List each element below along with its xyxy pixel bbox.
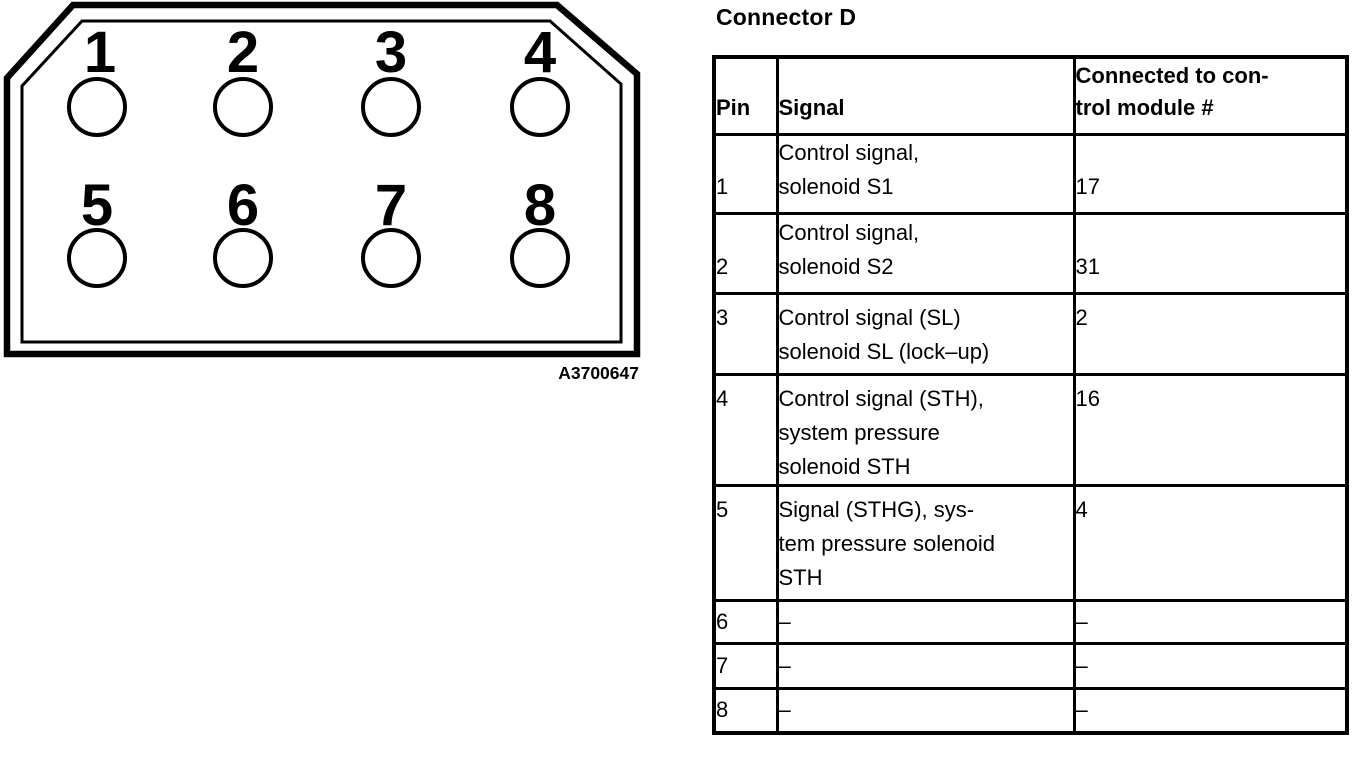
pin-cell: 1 [712, 132, 779, 215]
figure-reference-label: A3700647 [558, 363, 639, 383]
pin-hole-8 [510, 228, 570, 288]
signal-cell: Signal (STHG), sys- tem pressure solenoi… [775, 483, 1076, 602]
pin-cell: 8 [712, 686, 779, 735]
connector-outline-inner [20, 19, 623, 344]
pin-label-7: 7 [375, 173, 407, 238]
pin-cell: 2 [712, 211, 779, 295]
header-pin: Pin [712, 55, 779, 136]
signal-cell: – [775, 686, 1076, 735]
pin-hole-6 [213, 228, 273, 288]
header-module: Connected to con- trol module # [1072, 55, 1349, 136]
table-row-pin-3: 3 Control signal (SL) solenoid SL (lock–… [712, 291, 1349, 376]
table-header-row: Pin Signal Connected to con- trol module… [712, 55, 1349, 136]
module-cell: 4 [1072, 483, 1349, 602]
pin-signal-table: Pin Signal Connected to con- trol module… [712, 55, 1349, 735]
table-row-pin-1: 1 Control signal, solenoid S1 17 [712, 132, 1349, 215]
module-cell: 2 [1072, 291, 1349, 376]
signal-cell: – [775, 598, 1076, 645]
table-row-pin-2: 2 Control signal, solenoid S2 31 [712, 211, 1349, 295]
pin-label-2: 2 [227, 20, 259, 85]
pin-cell: 4 [712, 372, 779, 487]
pin-hole-2 [213, 77, 273, 137]
pin-cell: 7 [712, 641, 779, 690]
pin-cell: 5 [712, 483, 779, 602]
connector-diagram-svg: 1 2 3 4 5 6 7 8 A3700647 [3, 1, 641, 383]
pin-label-6: 6 [227, 173, 259, 238]
table-row-pin-8: 8 – – [712, 686, 1349, 735]
pin-cell: 3 [712, 291, 779, 376]
pin-cell: 6 [712, 598, 779, 645]
table-row-pin-4: 4 Control signal (STH), system pressure … [712, 372, 1349, 487]
signal-cell: Control signal (SL) solenoid SL (lock–up… [775, 291, 1076, 376]
module-cell: – [1072, 641, 1349, 690]
pin-hole-4 [510, 77, 570, 137]
module-cell: 31 [1072, 211, 1349, 295]
module-cell: 17 [1072, 132, 1349, 215]
module-cell: 16 [1072, 372, 1349, 487]
pin-hole-7 [361, 228, 421, 288]
pin-label-4: 4 [524, 20, 556, 85]
pin-label-1: 1 [84, 20, 116, 85]
module-cell: – [1072, 598, 1349, 645]
pin-hole-5 [67, 228, 127, 288]
pin-hole-1 [67, 77, 127, 137]
signal-cell: – [775, 641, 1076, 690]
connector-diagram: 1 2 3 4 5 6 7 8 A3700647 [0, 0, 660, 400]
signal-cell: Control signal (STH), system pressure so… [775, 372, 1076, 487]
pin-label-5: 5 [81, 173, 113, 238]
section-title: Connector D [716, 4, 857, 30]
table-row-pin-7: 7 – – [712, 641, 1349, 690]
table-row-pin-5: 5 Signal (STHG), sys- tem pressure solen… [712, 483, 1349, 602]
pin-hole-3 [361, 77, 421, 137]
connector-outline-outer [3, 1, 641, 358]
module-cell: – [1072, 686, 1349, 735]
header-signal: Signal [775, 55, 1076, 136]
pin-label-8: 8 [524, 173, 556, 238]
signal-cell: Control signal, solenoid S2 [775, 211, 1076, 295]
table-row-pin-6: 6 – – [712, 598, 1349, 645]
pin-label-3: 3 [375, 20, 407, 85]
signal-cell: Control signal, solenoid S1 [775, 132, 1076, 215]
